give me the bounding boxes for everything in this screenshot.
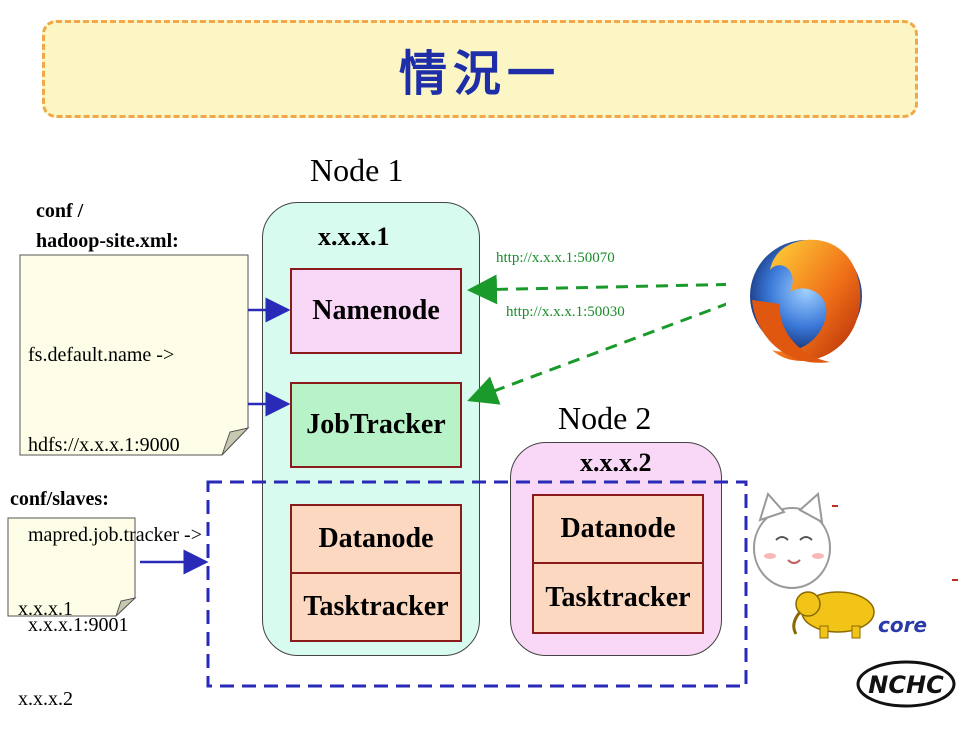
conf-site-header-line2: hadoop-site.xml: [36, 230, 179, 252]
node2-tasktracker-box: Tasktracker [532, 562, 704, 634]
hadoop-core-logo: core [792, 590, 954, 640]
node1-tasktracker-box: Tasktracker [290, 572, 462, 642]
node1-ip: x.x.x.1 [318, 222, 390, 251]
dashed-worker-group [206, 480, 748, 688]
node2-ip: x.x.x.2 [580, 448, 652, 477]
slide-title: 情況一 [398, 46, 561, 102]
conf-site-line: hdfs://x.x.x.1:9000 [28, 434, 180, 456]
conf-slaves-content: x.x.x.1 x.x.x.2 [18, 534, 73, 744]
conf-slaves-line: x.x.x.1 [18, 598, 73, 620]
namenode-box: Namenode [290, 268, 462, 354]
conf-slaves-line: x.x.x.2 [18, 688, 73, 710]
conf-site-header-line1: conf / [36, 200, 84, 222]
diagram-graphics: core NCHC [7, 222, 958, 708]
conf-site-line: fs.default.name -> [28, 344, 175, 366]
conf-slaves-header: conf/slaves: [10, 488, 109, 510]
title-banner: 情況一 [42, 20, 918, 118]
cat-mascot-icon [753, 492, 831, 589]
conf-slaves-note [7, 517, 137, 617]
jobtracker-url-label: http://x.x.x.1:50030 [506, 304, 625, 320]
node2-label: Node 2 [558, 400, 652, 436]
web-arrow-jobtracker [467, 294, 749, 405]
conf-site-header: conf / hadoop-site.xml: [36, 196, 179, 256]
conf-site-line: mapred.job.tracker -> [28, 524, 202, 546]
firefox-logo [726, 222, 876, 382]
nchc-wordmark: NCHC [868, 671, 944, 699]
conf-site-note [19, 254, 250, 456]
conf-site-line: x.x.x.1:9001 [28, 614, 129, 636]
conf-site-content: fs.default.name -> hdfs://x.x.x.1:9000 m… [28, 280, 202, 670]
node1-label: Node 1 [310, 152, 404, 188]
node1-datanode-box: Datanode [290, 504, 462, 574]
hadoop-core-wordmark: core [878, 613, 927, 637]
namenode-url-label: http://x.x.x.1:50070 [496, 250, 615, 266]
jobtracker-box: JobTracker [290, 382, 462, 468]
nchc-logo: NCHC [856, 660, 956, 708]
web-arrow-namenode [467, 274, 749, 305]
